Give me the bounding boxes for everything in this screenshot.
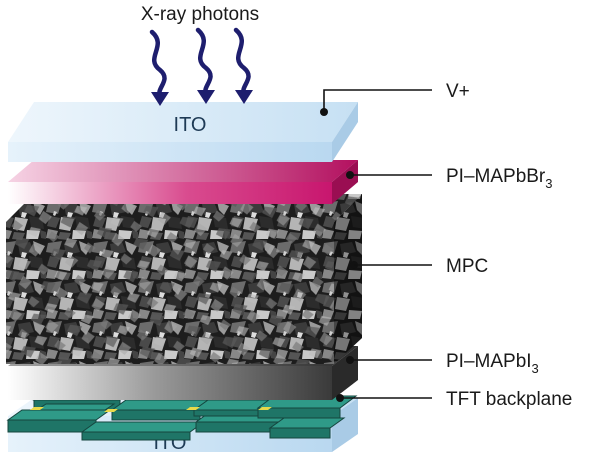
diagram-title: X-ray photons: [141, 4, 259, 25]
mpc-layer: [6, 194, 362, 364]
callout-tft: TFT backplane: [336, 389, 572, 410]
callout-v-plus-label: V+: [446, 81, 470, 102]
tft-backplane-layer: [6, 391, 358, 441]
callout-pi-mapbbr3-label: PI–MAPbBr3: [446, 166, 553, 191]
tft-pixel: [30, 407, 44, 410]
xray-arrow-icon: [233, 27, 251, 97]
xray-arrow-icon: [195, 27, 213, 97]
xray-arrowheads: [151, 90, 253, 106]
arrowhead-icon: [197, 90, 215, 104]
arrowhead-icon: [151, 92, 169, 106]
callout-mpc: MPC: [350, 256, 488, 277]
callout-mpc-label: MPC: [446, 256, 488, 277]
arrowhead-icon: [235, 90, 253, 104]
pi-mapbbr3-layer: [8, 160, 358, 204]
tft-pixel: [258, 407, 272, 410]
ito-top-label: ITO: [174, 114, 207, 136]
tft-pixel: [186, 407, 200, 410]
xray-arrow-icon: [149, 29, 167, 99]
callout-pi-mapbi3-label: PI–MAPbI3: [446, 351, 539, 376]
callout-v-plus: V+: [320, 81, 470, 116]
xray-arrows: [149, 27, 251, 99]
callout-tft-label: TFT backplane: [446, 389, 572, 410]
callout-pi-mapbi3: PI–MAPbI3: [346, 351, 539, 376]
ito-top-layer: ITO: [8, 102, 358, 162]
tft-pixel: [104, 409, 118, 412]
callout-pi-mapbbr3: PI–MAPbBr3: [346, 166, 553, 191]
